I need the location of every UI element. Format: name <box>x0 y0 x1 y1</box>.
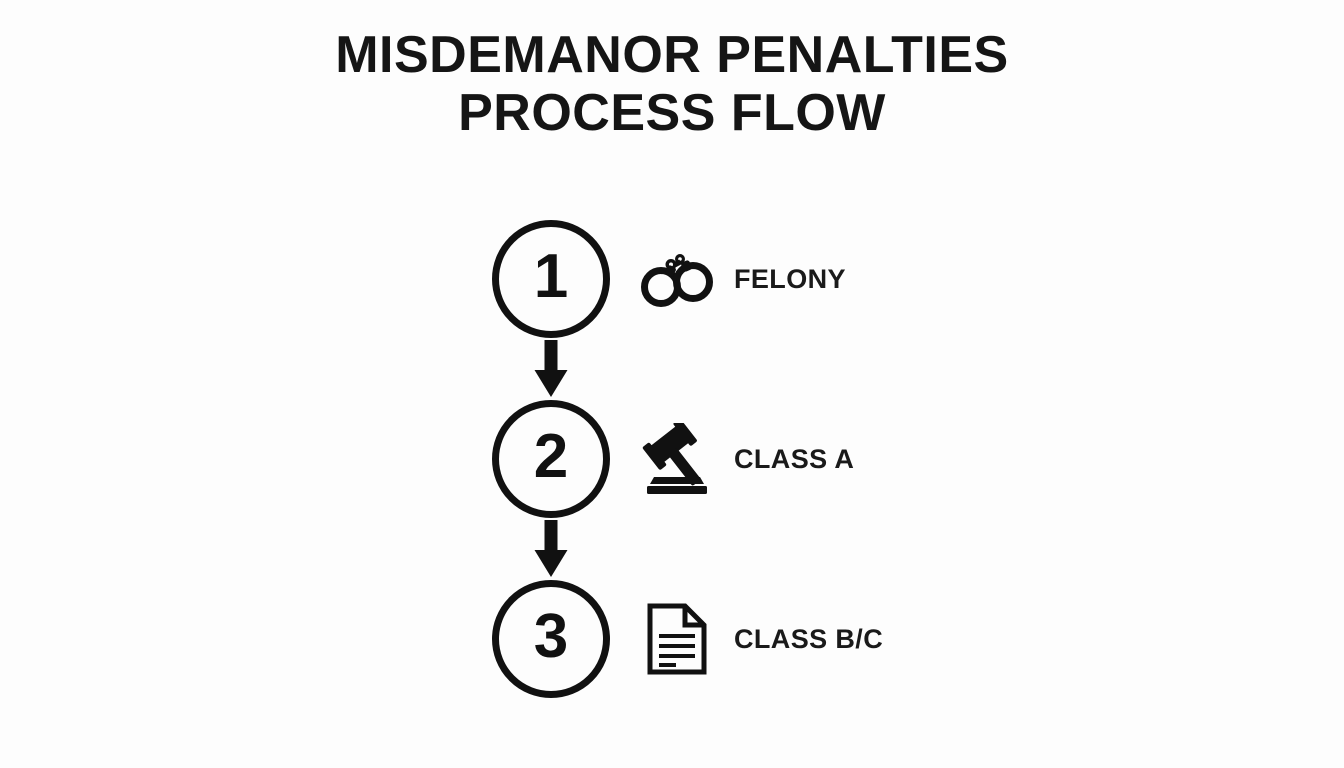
step-1-number: 1 <box>533 242 569 311</box>
process-flow: 1 <box>492 220 1012 698</box>
step-3-circle: 3 <box>492 580 610 698</box>
page-title-line-2: PROCESS FLOW <box>458 84 886 142</box>
document-icon <box>638 600 716 678</box>
arrow-down-icon <box>534 520 568 577</box>
page-title-line-1: MISDEMANOR PENALTIES <box>335 26 1009 84</box>
step-3-number: 3 <box>533 602 569 671</box>
step-1-label: FELONY <box>734 263 846 294</box>
handcuffs-icon <box>638 240 716 318</box>
flow-step-3[interactable]: 3 CLASS B/C <box>492 580 1012 698</box>
flow-step-1[interactable]: 1 <box>492 220 1012 338</box>
flow-connector-2 <box>492 518 610 580</box>
step-2-number: 2 <box>533 422 569 491</box>
gavel-icon <box>638 420 716 498</box>
step-2-circle: 2 <box>492 400 610 518</box>
page-title: MISDEMANOR PENALTIES PROCESS FLOW <box>0 26 1344 142</box>
flow-step-2[interactable]: 2 CLASS A <box>492 400 1012 518</box>
step-2-label: CLASS A <box>734 443 855 474</box>
step-3-label: CLASS B/C <box>734 623 884 654</box>
flow-connector-1 <box>492 338 610 400</box>
step-1-circle: 1 <box>492 220 610 338</box>
arrow-down-icon <box>534 340 568 397</box>
